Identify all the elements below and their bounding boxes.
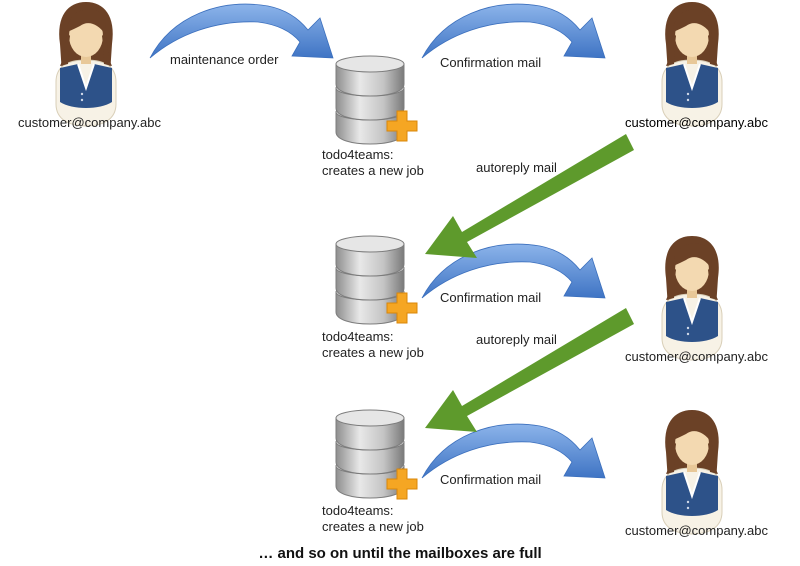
blue-arrow-icon (421, 3, 606, 59)
customer-label: customer@company.abc (625, 349, 769, 364)
customer-label: customer@company.abc (18, 115, 162, 130)
server-label-line2: creates a new job (322, 519, 424, 534)
person-icon (55, 1, 117, 127)
server-label: todo4teams: creates a new job (322, 503, 424, 535)
arrow-label-autoreply: autoreply mail (476, 160, 557, 175)
server-label-line1: todo4teams: (322, 503, 394, 518)
customer-label: customer@company.abc (625, 523, 769, 538)
server-label-line2: creates a new job (322, 163, 424, 178)
green-arrow-icon (425, 134, 634, 258)
blue-arrow-icon (421, 423, 606, 479)
server-label: todo4teams: creates a new job (322, 147, 424, 179)
footer-caption: … and so on until the mailboxes are full (258, 545, 542, 562)
server-label-line1: todo4teams: (322, 147, 394, 162)
person-icon (661, 235, 723, 361)
person-icon (661, 409, 723, 535)
person-icon (661, 1, 723, 127)
server-label-line1: todo4teams: (322, 329, 394, 344)
blue-arrow-icon (149, 3, 334, 59)
server-label-line2: creates a new job (322, 345, 424, 360)
arrow-label-maintenance-order: maintenance order (170, 52, 279, 67)
arrow-label-confirmation: Confirmation mail (440, 290, 542, 305)
server-label: todo4teams: creates a new job (322, 329, 424, 361)
arrow-label-autoreply: autoreply mail (476, 332, 557, 347)
arrow-label-confirmation: Confirmation mail (440, 472, 542, 487)
green-arrow-icon (425, 308, 634, 432)
customer-label: customer@company.abc (625, 115, 769, 130)
arrow-label-confirmation: Confirmation mail (440, 55, 542, 70)
